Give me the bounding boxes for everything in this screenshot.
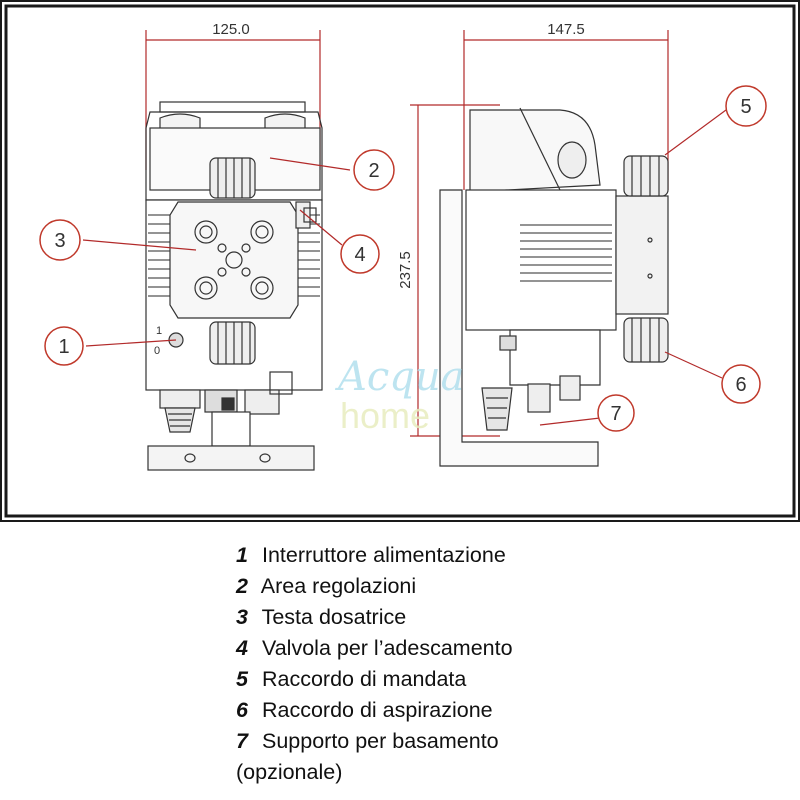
- callout-6: [721, 364, 761, 404]
- legend-text: Testa dosatrice: [261, 605, 407, 629]
- callout-label-6: 6: [735, 374, 746, 396]
- legend-list: 1 Interruttore alimentazione 2 Area rego…: [236, 540, 656, 788]
- callout-label-7: 7: [610, 403, 621, 425]
- legend-number: 5: [236, 667, 248, 691]
- dim-height-side: 237.5: [397, 251, 414, 289]
- legend-item: 3 Testa dosatrice: [236, 602, 656, 633]
- callout-2: [353, 149, 395, 191]
- legend-continuation: (opzionale): [236, 760, 343, 784]
- legend-text: Raccordo di aspirazione: [261, 698, 493, 722]
- watermark-home: home: [340, 395, 430, 436]
- callout-label-1: 1: [58, 336, 69, 358]
- callout-circles: [39, 85, 767, 432]
- legend-item: 4 Valvola per l’adescamento: [236, 633, 656, 664]
- legend-number: 2: [236, 574, 248, 598]
- legend-item: 1 Interruttore alimentazione: [236, 540, 656, 571]
- callout-1: [44, 326, 84, 366]
- side-view-drawing: [410, 30, 669, 467]
- legend-text: Valvola per l’adescamento: [261, 636, 513, 660]
- legend-text: Interruttore alimentazione: [261, 543, 506, 567]
- switch-mark-off: 0: [154, 345, 160, 357]
- callout-label-5: 5: [740, 96, 751, 118]
- legend-item: 7 Supporto per basamento: [236, 726, 656, 757]
- legend-number: 7: [236, 729, 248, 753]
- legend-number: 1: [236, 543, 248, 567]
- legend-item: 6 Raccordo di aspirazione: [236, 695, 656, 726]
- legend-item: 2 Area regolazioni: [236, 571, 656, 602]
- front-view-drawing: [145, 30, 323, 471]
- callout-label-3: 3: [54, 230, 65, 252]
- dim-width-side: 147.5: [547, 21, 585, 38]
- watermark-acqua: Acqua: [334, 354, 465, 400]
- callout-7: [597, 394, 635, 432]
- legend-number: 6: [236, 698, 248, 722]
- legend-text: Supporto per basamento: [261, 729, 499, 753]
- switch-mark-on: 1: [156, 325, 162, 337]
- dim-width-front: 125.0: [212, 21, 250, 38]
- legend-number: 3: [236, 605, 248, 629]
- callout-5: [725, 85, 767, 127]
- legend-number: 4: [236, 636, 248, 660]
- callout-label-4: 4: [354, 244, 365, 266]
- legend-text: Area regolazioni: [260, 574, 417, 598]
- callout-3: [39, 219, 81, 261]
- legend-text: Raccordo di mandata: [261, 667, 467, 691]
- callout-4: [340, 234, 380, 274]
- legend-item: 5 Raccordo di mandata: [236, 664, 656, 695]
- callout-label-2: 2: [368, 160, 379, 182]
- technical-drawing-panel: 125.0 147.5 237.5 1 2 3 4 5 6 7 1 0 Acqu…: [0, 0, 800, 522]
